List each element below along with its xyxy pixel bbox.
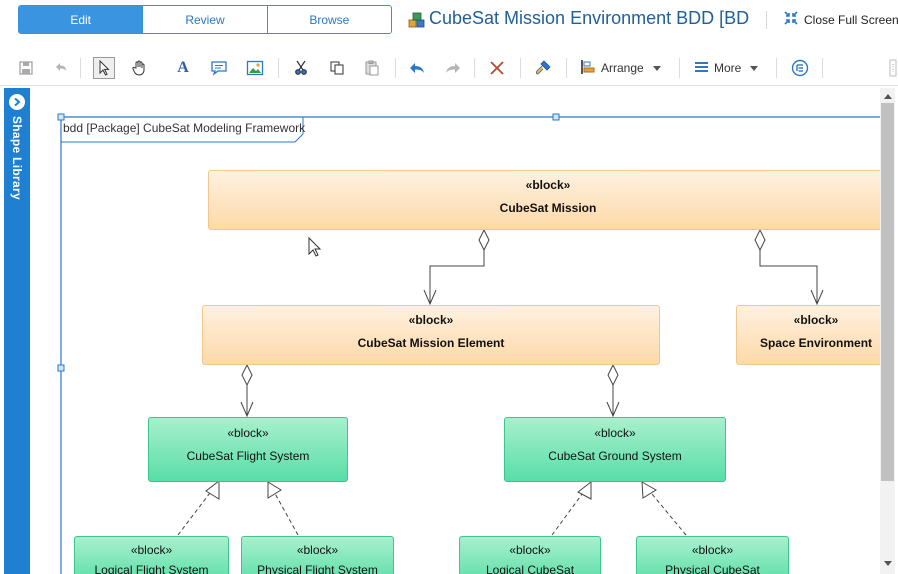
block-stereotype: «block» xyxy=(691,543,734,557)
toolbar-divider xyxy=(474,58,475,78)
diagram-connectors xyxy=(57,113,880,574)
block-name: CubeSat Flight System xyxy=(186,449,310,463)
block-stereotype: «block» xyxy=(525,178,571,192)
block-name: Space Environment xyxy=(759,336,873,350)
block-cubesat-flight-system[interactable]: «block» CubeSat Flight System xyxy=(148,417,348,482)
generalization-connector[interactable] xyxy=(177,479,220,536)
selection-handle[interactable] xyxy=(57,113,65,121)
chevron-down-icon xyxy=(750,65,759,71)
generalization-connector[interactable] xyxy=(641,481,687,536)
chevron-right-icon xyxy=(9,94,25,110)
redo-icon[interactable] xyxy=(442,57,464,79)
cut-icon[interactable] xyxy=(290,57,312,79)
undo-icon[interactable] xyxy=(406,57,428,79)
frame-label-tab xyxy=(60,117,304,143)
block-cubesat-mission-element[interactable]: «block» CubeSat Mission Element xyxy=(202,305,660,365)
toolbar-divider xyxy=(520,58,521,78)
diagram-canvas[interactable]: bdd [Package] CubeSat Modeling Framework… xyxy=(30,88,880,574)
tab-browse[interactable]: Browse xyxy=(266,6,391,33)
tab-edit[interactable]: Edit xyxy=(19,6,143,33)
mode-tabs: Edit Review Browse xyxy=(18,5,392,34)
close-fullscreen-button[interactable]: Close Full Screen xyxy=(784,11,898,28)
outline-icon[interactable] xyxy=(789,57,811,79)
format-painter-icon[interactable] xyxy=(532,57,554,79)
toolbar-divider xyxy=(822,58,823,78)
composition-connector[interactable] xyxy=(606,363,620,418)
selection-handle[interactable] xyxy=(57,364,65,372)
scrollbar-thumb[interactable] xyxy=(881,103,894,481)
selection-handle[interactable] xyxy=(552,113,560,121)
block-stereotype: «block» xyxy=(296,543,339,557)
diagram-package-icon xyxy=(408,11,426,29)
tab-review[interactable]: Review xyxy=(142,6,267,33)
toolbar-divider xyxy=(395,58,396,78)
block-stereotype: «block» xyxy=(227,426,269,440)
block-name: CubeSat Mission xyxy=(499,201,597,215)
toolbar-divider xyxy=(80,58,81,78)
composition-connector[interactable] xyxy=(423,228,490,306)
undo-back-icon[interactable] xyxy=(50,57,72,79)
block-logical-flight-system[interactable]: «block» Logical Flight System xyxy=(74,536,229,574)
comment-icon[interactable] xyxy=(208,57,230,79)
pan-hand-icon[interactable] xyxy=(128,57,150,79)
frame-label: bdd [Package] CubeSat Modeling Framework xyxy=(63,121,306,135)
block-cubesat-ground-system[interactable]: «block» CubeSat Ground System xyxy=(504,417,726,482)
block-name: Logical CubeSat xyxy=(485,563,575,574)
block-space-environment[interactable]: «block» Space Environment xyxy=(736,305,880,365)
pointer-icon[interactable] xyxy=(93,57,115,79)
collapse-icon xyxy=(784,11,798,28)
block-name: Logical Flight System xyxy=(94,563,209,574)
delete-icon[interactable] xyxy=(486,57,508,79)
scroll-up-icon[interactable] xyxy=(880,89,895,102)
more-icon xyxy=(694,61,709,76)
close-fullscreen-label: Close Full Screen xyxy=(804,12,898,27)
block-name: CubeSat Mission Element xyxy=(357,336,505,350)
more-label: More xyxy=(714,61,742,75)
block-name: Physical Flight System xyxy=(257,563,378,574)
shape-library-label: Shape Library xyxy=(10,116,24,200)
more-dropdown[interactable]: More xyxy=(694,58,759,78)
block-stereotype: «block» xyxy=(130,543,173,557)
arrange-icon xyxy=(580,59,596,78)
arrange-label: Arrange xyxy=(601,61,644,75)
shape-library-panel[interactable]: Shape Library xyxy=(4,88,30,574)
block-physical-flight-system[interactable]: «block» Physical Flight System xyxy=(241,536,394,574)
block-stereotype: «block» xyxy=(408,313,454,327)
composition-connector[interactable] xyxy=(240,363,254,418)
generalization-connector[interactable] xyxy=(267,480,299,536)
toolbar-divider xyxy=(776,58,777,78)
block-stereotype: «block» xyxy=(793,313,839,327)
block-physical-cubesat[interactable]: «block» Physical CubeSat xyxy=(636,536,789,574)
block-stereotype: «block» xyxy=(509,543,551,557)
block-name: CubeSat Ground System xyxy=(548,449,682,463)
block-cubesat-mission[interactable]: «block» CubeSat Mission xyxy=(208,170,880,230)
generalization-connector[interactable] xyxy=(551,480,592,536)
diagram-title: CubeSat Mission Environment BDD [BDD xyxy=(429,8,749,28)
toolbar-divider xyxy=(278,58,279,78)
toolbar xyxy=(0,48,898,86)
toolbar-divider xyxy=(679,58,680,78)
block-name: Physical CubeSat xyxy=(665,563,760,574)
composition-connector[interactable] xyxy=(754,228,824,306)
block-logical-cubesat[interactable]: «block» Logical CubeSat xyxy=(459,536,601,574)
block-stereotype: «block» xyxy=(594,426,636,440)
divider xyxy=(766,11,767,29)
copy-icon[interactable] xyxy=(326,57,348,79)
save-icon[interactable] xyxy=(15,57,37,79)
paste-icon[interactable] xyxy=(361,57,383,79)
chevron-down-icon xyxy=(652,65,661,71)
toolbar-overflow-handle[interactable] xyxy=(888,57,898,79)
scroll-down-icon[interactable] xyxy=(880,557,895,570)
arrange-dropdown[interactable]: Arrange xyxy=(580,58,661,78)
mouse-cursor-icon xyxy=(308,236,322,257)
image-icon[interactable] xyxy=(244,57,266,79)
toolbar-divider xyxy=(566,58,567,78)
text-icon[interactable]: A xyxy=(177,59,189,76)
